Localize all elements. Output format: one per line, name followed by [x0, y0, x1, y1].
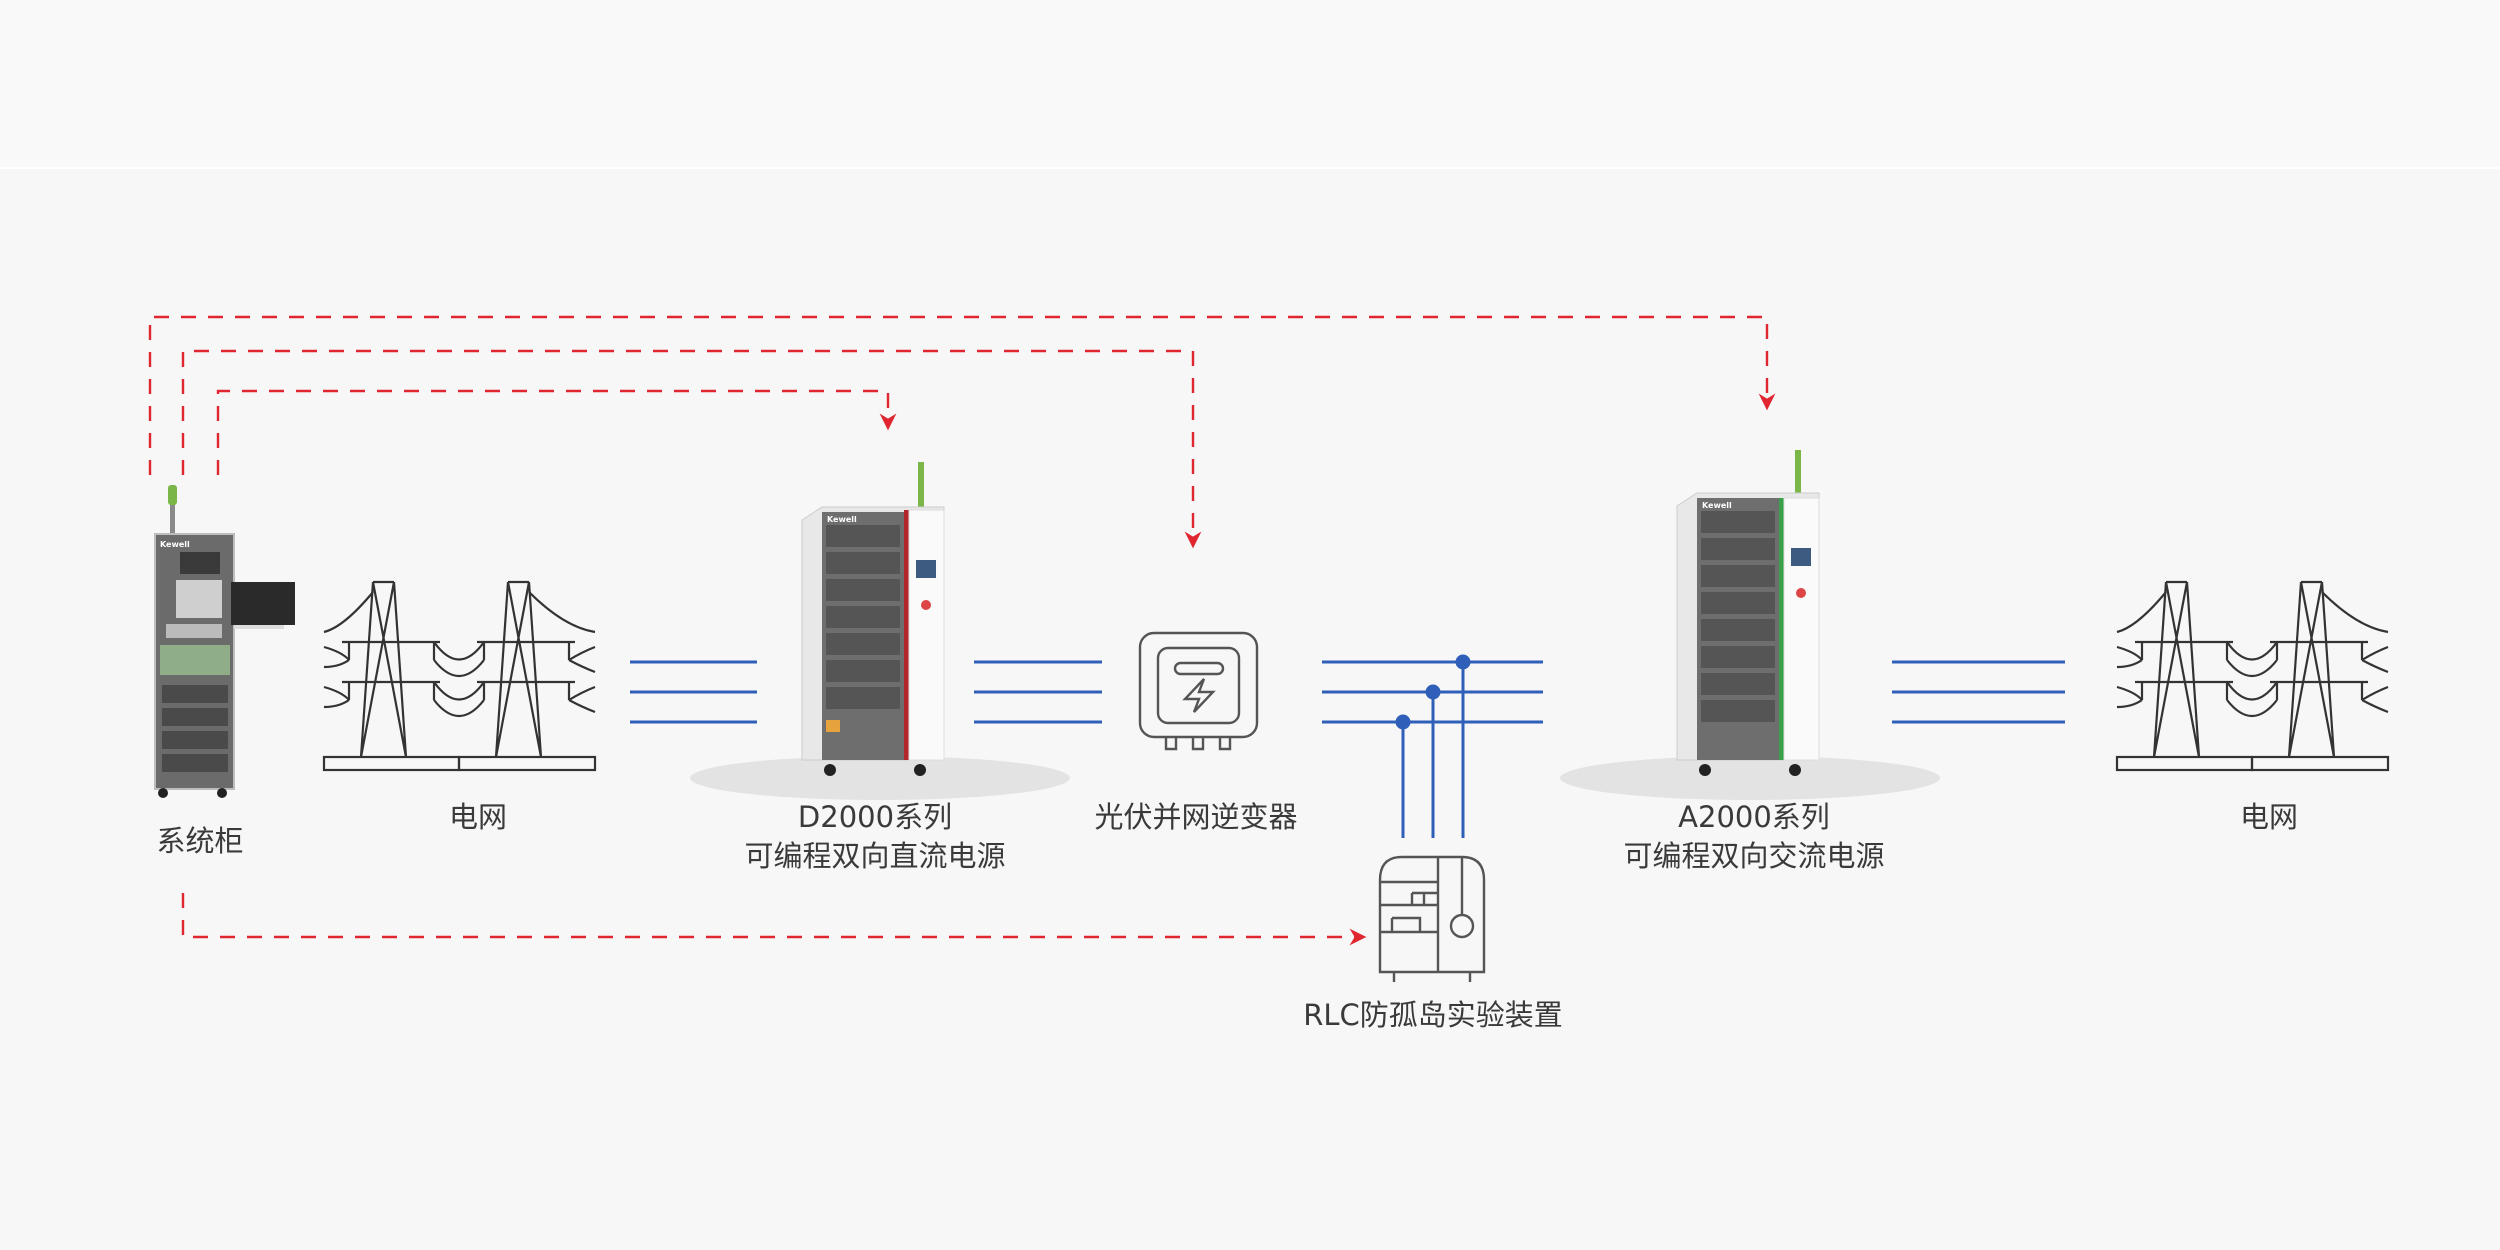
ac-source-cabinet: Kewell [1560, 450, 1940, 800]
system-cabinet-label: 系统柜 [156, 824, 244, 858]
header-band [0, 0, 2500, 169]
power-lines [630, 654, 2065, 838]
dc-source-cabinet: Kewell [690, 462, 1070, 800]
inverter-icon [1138, 631, 1259, 751]
dc-source-label: D2000系列 可编程双向直流电源 [744, 798, 1005, 876]
ac-source-desc: 可编程双向交流电源 [1623, 839, 1885, 873]
inverter-label: 光伏并网逆变器 [1094, 800, 1298, 834]
power-line-rlc-tap [1401, 662, 1465, 838]
ac-source-model: A2000系列 [1678, 800, 1830, 834]
rlc-device-icon [1378, 855, 1486, 982]
junction-dot [1395, 714, 1411, 730]
grid-left-label: 电网 [448, 800, 508, 834]
system-cabinet-brand-logo: Kewell [160, 540, 190, 549]
control-line-inverter [181, 349, 1202, 549]
power-line-ac-grid [1892, 660, 2065, 724]
grid-right-label: 电网 [2239, 800, 2299, 834]
ac-source-brand-logo: Kewell [1702, 501, 1732, 510]
control-line-ac-source [148, 315, 1776, 475]
control-line-rlc [181, 893, 1367, 946]
rlc-label: RLC防孤岛实验装置 [1303, 998, 1563, 1032]
dc-source-model: D2000系列 [797, 800, 953, 834]
dc-source-brand-logo: Kewell [827, 515, 857, 524]
ac-source-label: A2000系列 可编程双向交流电源 [1623, 798, 1884, 876]
junction-dot [1425, 684, 1441, 700]
power-line-grid-dc [630, 660, 757, 724]
power-tower-icon [322, 580, 597, 772]
power-line-dc-inverter [974, 660, 1102, 724]
control-line-dc-source [216, 389, 897, 475]
system-cabinet: Kewell [154, 485, 295, 798]
power-tower-icon [2115, 580, 2390, 772]
junction-dot [1455, 654, 1471, 670]
dc-source-desc: 可编程双向直流电源 [744, 839, 1006, 873]
control-lines [148, 315, 1776, 946]
